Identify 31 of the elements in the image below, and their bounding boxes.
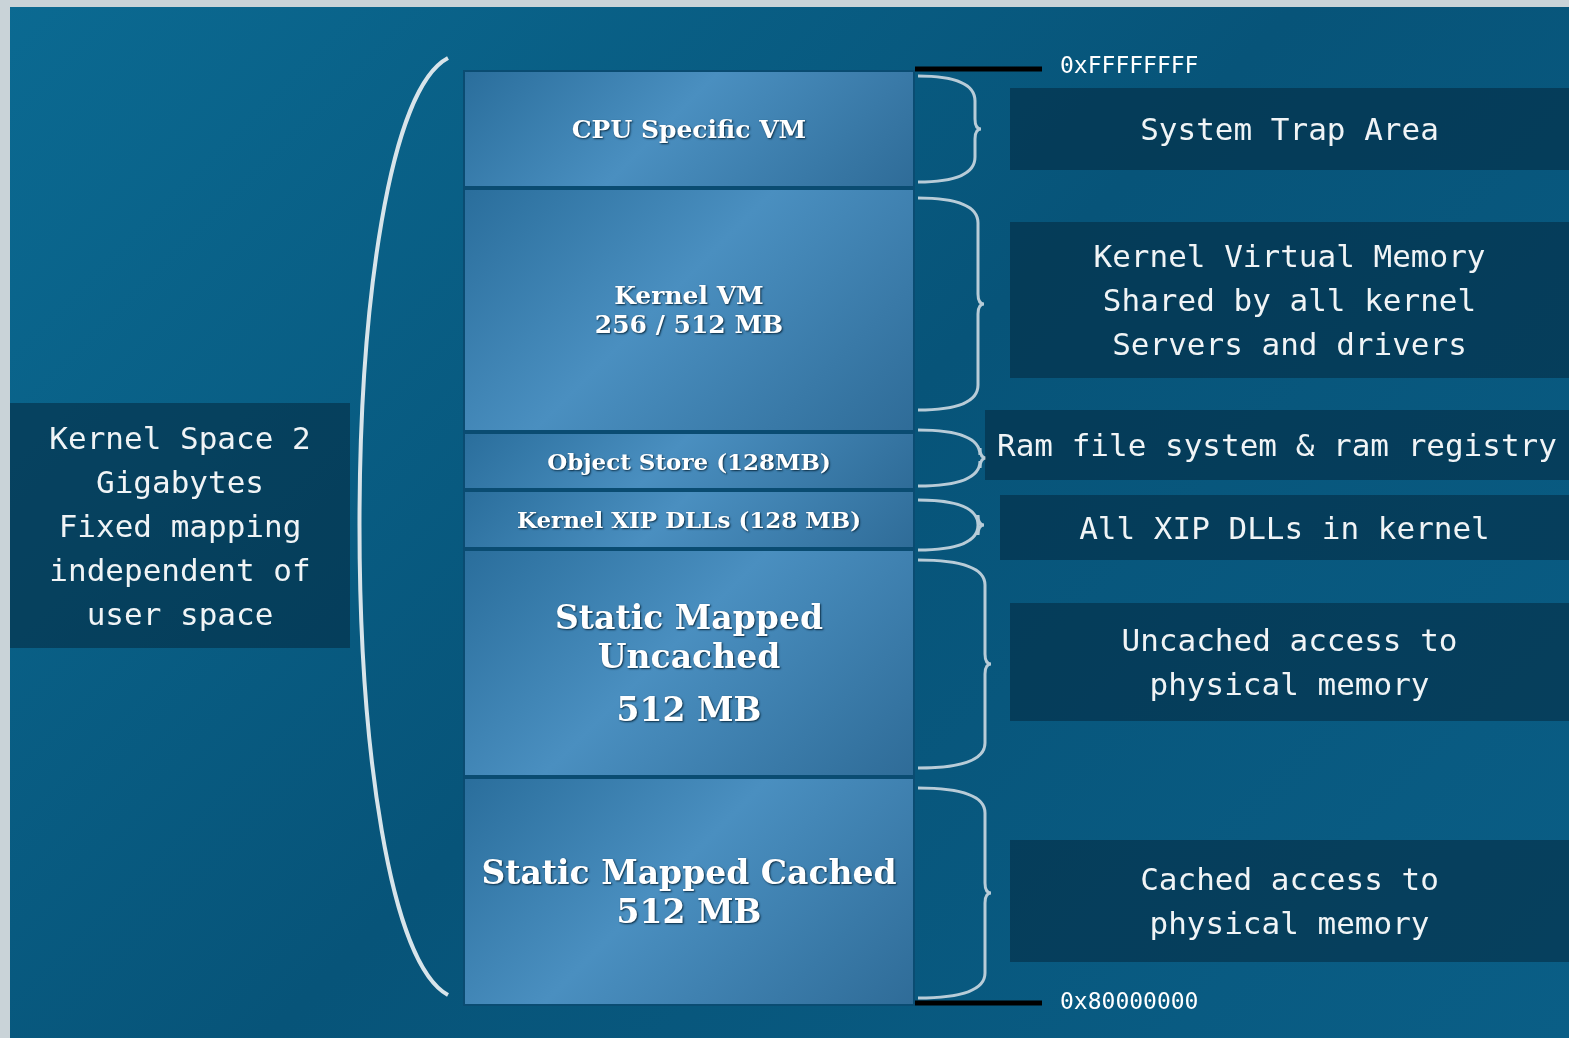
description-band [1010, 222, 1569, 378]
description-text: Kernel Virtual Memory Shared by all kernel Servers and drivers [1092, 237, 1487, 364]
description-band [10, 403, 350, 648]
description-text: Kernel Space 2 Gigabytes Fixed mapping independent of user space [48, 418, 312, 634]
memory-region-block [463, 777, 915, 1006]
description-band [1010, 840, 1569, 962]
region-label: 256 / 512 MB [594, 310, 784, 339]
region-label: Kernel VM [614, 281, 764, 310]
description-text: Uncached access to physical memory [1120, 621, 1459, 704]
description-band [985, 410, 1569, 480]
description-band [1010, 88, 1569, 170]
description-band [1000, 495, 1569, 560]
description-text: Cached access to physical memory [1139, 860, 1440, 943]
memory-region-block [463, 70, 915, 188]
region-label: Static Mapped Cached [481, 852, 897, 892]
region-label: Kernel XIP DLLs (128 MB) [516, 506, 862, 533]
region-label: 512 MB [616, 689, 762, 729]
region-label: Static Mapped Uncached [554, 597, 824, 676]
memory-region-block [463, 188, 915, 432]
memory-region-block [463, 549, 915, 777]
region-label: Object Store (128MB) [547, 447, 831, 475]
description-text: Ram file system & ram registry [997, 426, 1557, 465]
region-label: 512 MB [616, 891, 762, 931]
description-band [1010, 603, 1569, 721]
description-text: All XIP DLLs in kernel [1079, 508, 1490, 548]
memory-region-block [463, 490, 915, 549]
address-label: 0x80000000 [1060, 988, 1199, 1014]
address-label: 0xFFFFFFFF [1060, 52, 1199, 78]
description-text: System Trap Area [1140, 110, 1439, 149]
region-label: CPU Specific VM [571, 114, 807, 144]
memory-region-block [463, 432, 915, 490]
